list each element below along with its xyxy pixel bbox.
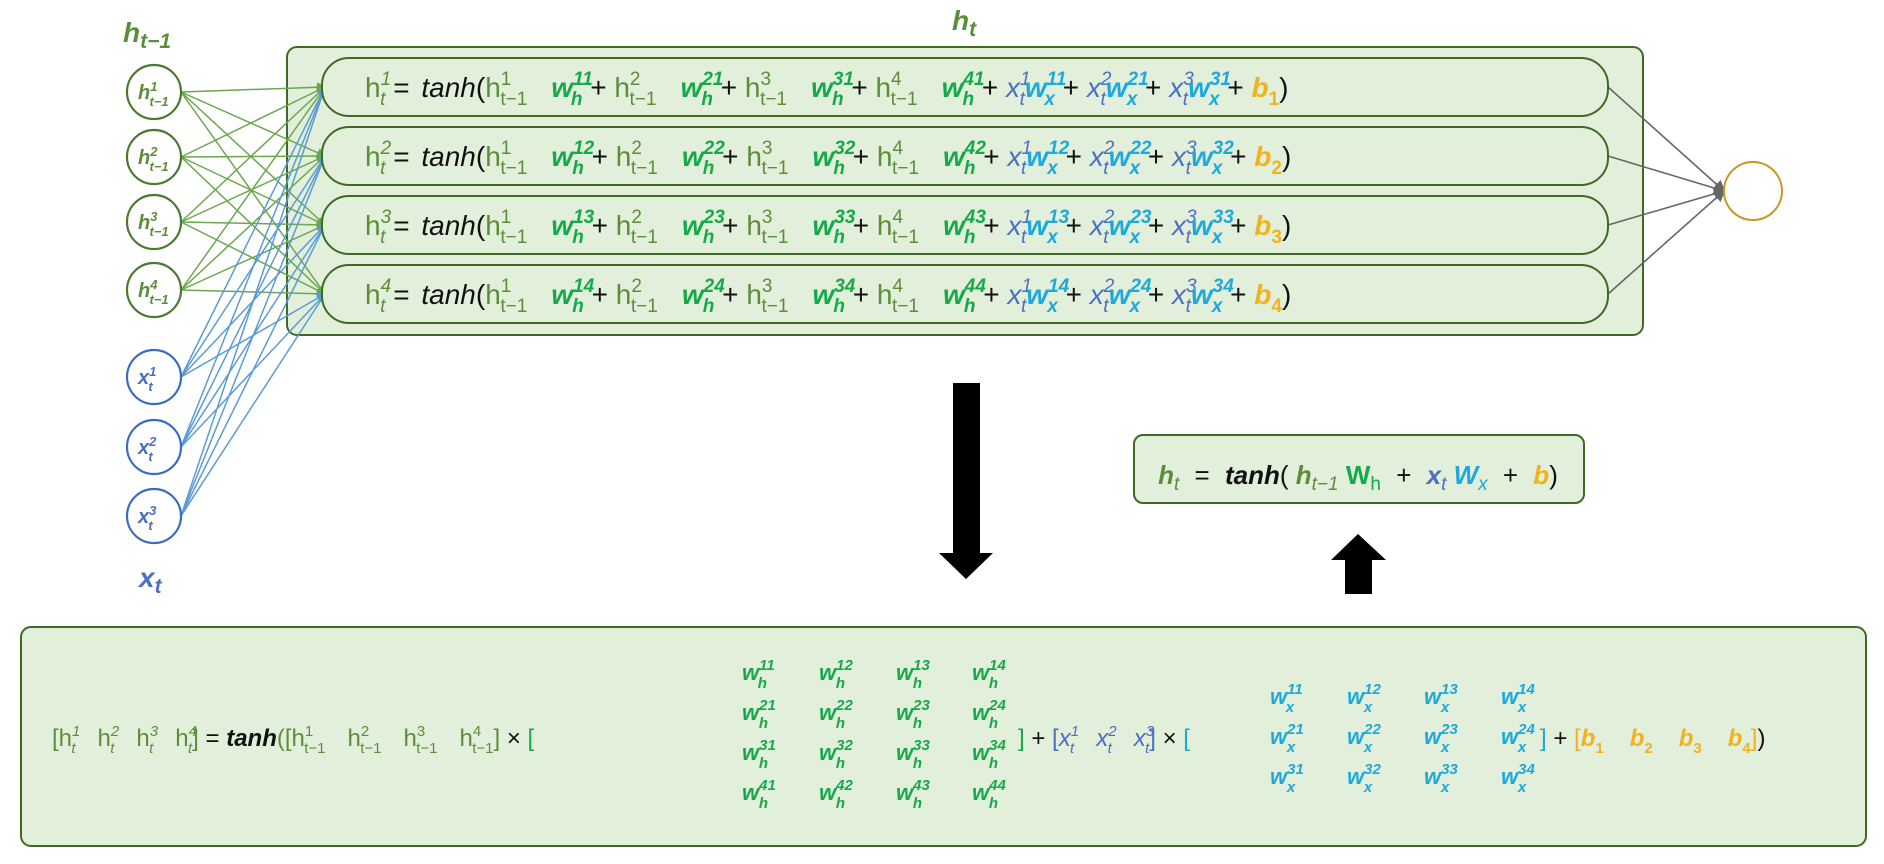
node-x-2: x2t​ [125,418,183,476]
output-node [1723,161,1783,221]
edge-h [180,151,327,162]
node-h-prev-4: h4t−1​ [125,261,183,319]
edge-x [180,85,327,448]
svg-text:x3t​: x3t​ [137,503,157,533]
edge-h [180,85,327,223]
edge-h [180,82,327,93]
connections [180,82,328,517]
equation-row-box [321,195,1609,255]
edge-x [180,85,328,517]
input-nodes: h1t−1​ h2t−1​ h3t−1​ h4t−1​ x1t​ x2t​ x3t​ [125,63,183,545]
matrix-bias: ] + [b1​b2​b3​b4​]) [1540,725,1765,757]
edge-h [180,85,327,291]
output-connections [1607,86,1726,295]
svg-text:h1t−1​: h1t−1​ [138,79,169,109]
edge-x [180,154,327,517]
label-h-t: ht [952,5,977,41]
matrix-form: [h1t​h2t​h3t​h4t​] = tanh([h1t−1​h2t−1​h… [52,657,1765,812]
edge-h [180,156,327,296]
edge-h [180,86,327,158]
up-arrow [1331,534,1386,594]
output-edge [1607,189,1726,295]
svg-text:x2t​: x2t​ [137,434,157,464]
matrix-middle: ] + [x1t​x2t​x3t​] × [ [1018,723,1190,757]
equation-row-box [321,57,1609,117]
down-arrow [939,383,993,579]
node-h-prev-1: h1t−1​ [125,63,183,121]
node-h-prev-2: h2t−1​ [125,128,183,186]
output-edge [1607,86,1726,193]
node-h-prev-3: h3t−1​ [125,193,183,251]
node-x-1: x1t​ [125,348,183,406]
edge-h [180,154,327,291]
compact-formula-box [1133,434,1585,504]
svg-text:x1t​: x1t​ [137,364,156,394]
label-x-t: xt [137,562,163,598]
output-edge [1607,155,1726,194]
edge-h [180,223,327,291]
equation-row-box [321,264,1609,324]
equation-rows [321,57,1609,324]
edge-h [180,91,327,296]
matrix-lhs: [h1t​h2t​h3t​h4t​] = tanh([h1t−1​h2t−1​h… [52,723,535,757]
edge-h [180,288,327,299]
matrix-form-panel [20,626,1867,847]
edge-x [180,85,326,378]
svg-text:h4t−1​: h4t−1​ [138,277,169,307]
output-edge [1607,188,1726,226]
svg-text:h3t−1​: h3t−1​ [138,209,169,239]
edge-x [180,292,327,517]
equation-row-box [321,126,1609,186]
edge-x [180,223,326,517]
node-x-3: x3t​ [125,487,183,545]
edge-h [180,156,327,227]
svg-text:h2t−1​: h2t−1​ [138,144,169,174]
label-h-prev: ht−1 [123,17,171,53]
compact-formula: ht = tanh( ht−1 Wh + xt Wx + b) [1158,460,1558,496]
